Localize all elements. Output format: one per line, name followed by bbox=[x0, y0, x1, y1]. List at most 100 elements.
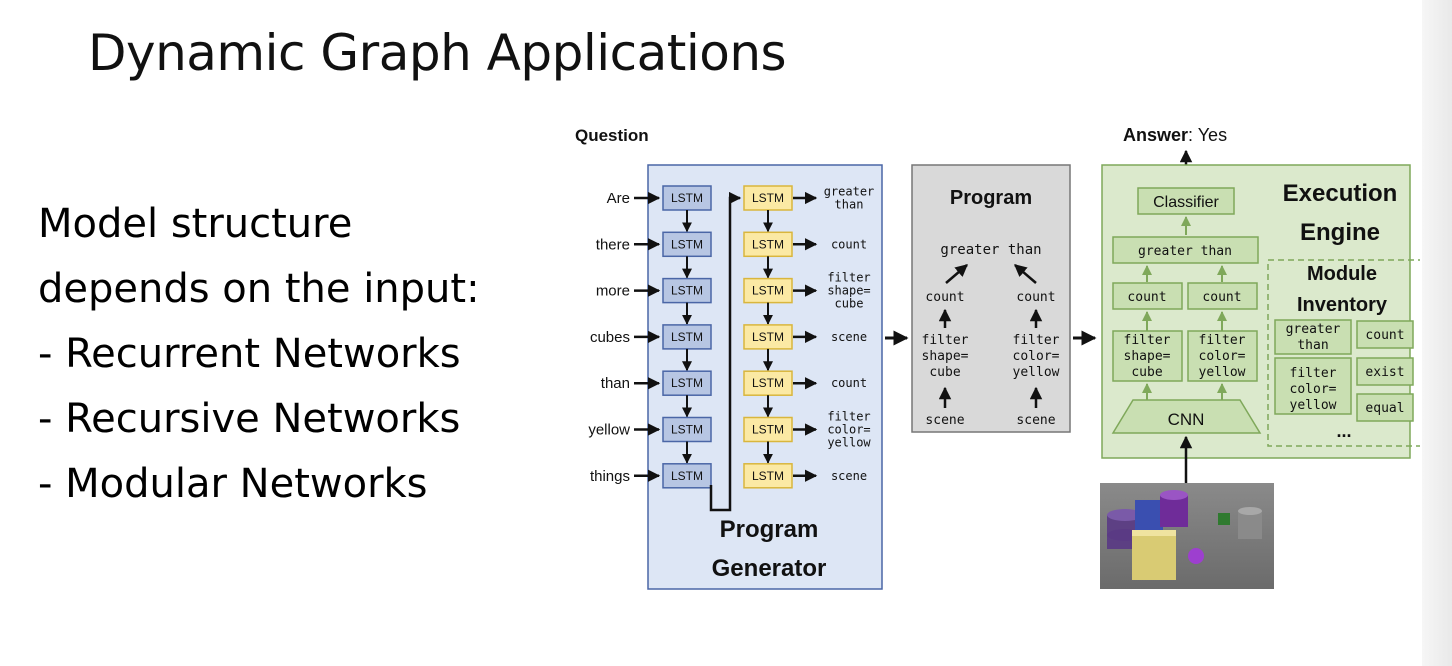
cnn-label: CNN bbox=[1168, 410, 1205, 429]
slide-title: Dynamic Graph Applications bbox=[88, 24, 787, 82]
program-filter-right: filter bbox=[1013, 333, 1060, 348]
encoder-lstm-cell bbox=[662, 416, 712, 443]
engine-filter-label: yellow bbox=[1199, 365, 1246, 380]
inventory-equal bbox=[1356, 393, 1414, 422]
inventory-exist bbox=[1356, 357, 1414, 386]
bullet-line: - Recursive Networks bbox=[38, 396, 461, 442]
lstm-label: LSTM bbox=[671, 284, 703, 298]
engine-root-label: greater than bbox=[1138, 244, 1232, 259]
program-scene-right: scene bbox=[1016, 413, 1055, 428]
program-token: than bbox=[835, 198, 864, 212]
question-word: things bbox=[590, 468, 630, 485]
answer-label: Answer bbox=[1123, 125, 1188, 145]
lstm-label: LSTM bbox=[752, 469, 784, 483]
inventory-title: Inventory bbox=[1297, 294, 1388, 316]
decoder-lstm-cell bbox=[743, 463, 793, 489]
question-word: yellow bbox=[588, 422, 630, 439]
question-word: than bbox=[601, 375, 630, 392]
program-filter-right: yellow bbox=[1013, 365, 1060, 380]
lstm-label: LSTM bbox=[671, 237, 703, 251]
answer-text: Answer: Yes bbox=[1123, 125, 1227, 145]
program-count-right: count bbox=[1016, 290, 1055, 305]
decoder-lstm-cell bbox=[743, 185, 793, 211]
inventory-filter-color bbox=[1274, 357, 1352, 415]
classifier-label: Classifier bbox=[1153, 194, 1219, 211]
inventory-label: filter bbox=[1290, 366, 1337, 381]
engine-title: Engine bbox=[1300, 219, 1380, 246]
question-word: Are bbox=[607, 190, 630, 207]
lstm-label: LSTM bbox=[752, 330, 784, 344]
program-token: yellow bbox=[827, 436, 871, 450]
engine-filter-module bbox=[1187, 330, 1258, 382]
question-word: more bbox=[596, 283, 630, 300]
encoder-lstm-cell bbox=[662, 324, 712, 350]
inventory-label: greater bbox=[1286, 322, 1341, 337]
lstm-label: LSTM bbox=[752, 237, 784, 251]
lstm-label: LSTM bbox=[671, 191, 703, 205]
program-token: scene bbox=[831, 469, 867, 483]
encoder-lstm-cell bbox=[662, 231, 712, 258]
encoder-lstm-cell bbox=[662, 277, 712, 304]
inventory-more: ... bbox=[1336, 421, 1351, 441]
decoder-lstm-cell bbox=[743, 370, 793, 396]
inventory-count bbox=[1356, 320, 1414, 349]
answer-value: : Yes bbox=[1188, 125, 1227, 145]
engine-count-label: count bbox=[1127, 290, 1166, 305]
program-token: filter bbox=[827, 271, 870, 285]
lstm-label: LSTM bbox=[671, 330, 703, 344]
engine-count-label: count bbox=[1202, 290, 1241, 305]
bullet-line: - Recurrent Networks bbox=[38, 331, 461, 377]
program-token: greater bbox=[824, 185, 875, 199]
program-filter-left: shape= bbox=[922, 349, 969, 364]
program-count-left: count bbox=[925, 290, 964, 305]
encoder-lstm-cell bbox=[662, 463, 712, 489]
bullet-line: Model structure bbox=[38, 201, 353, 247]
inventory-label: yellow bbox=[1290, 398, 1337, 413]
program-root: greater than bbox=[940, 242, 1041, 258]
engine-count-module bbox=[1112, 282, 1183, 310]
encoder-decoder-link bbox=[709, 191, 742, 512]
tree-edge bbox=[1014, 264, 1037, 284]
engine-filter-label: filter bbox=[1199, 333, 1246, 348]
lstm-label: LSTM bbox=[752, 191, 784, 205]
program-token: count bbox=[831, 376, 867, 390]
engine-title: Execution bbox=[1283, 180, 1398, 207]
engine-filter-label: filter bbox=[1124, 333, 1171, 348]
bullet-line: - Modular Networks bbox=[38, 461, 428, 507]
program-title: Program bbox=[950, 187, 1032, 209]
decoder-lstm-cell bbox=[743, 324, 793, 350]
scene-image bbox=[1100, 483, 1274, 589]
program-box bbox=[911, 164, 1071, 433]
engine-filter-label: color= bbox=[1199, 349, 1246, 364]
lstm-label: LSTM bbox=[671, 423, 703, 437]
lstm-label: LSTM bbox=[752, 423, 784, 437]
generator-label: Program bbox=[720, 516, 819, 543]
bullet-list: Model structure depends on the input: - … bbox=[38, 192, 480, 517]
generator-label: Generator bbox=[712, 555, 827, 582]
program-token: color= bbox=[827, 423, 870, 437]
inventory-label: color= bbox=[1290, 382, 1337, 397]
question-word: there bbox=[596, 236, 630, 253]
engine-filter-module bbox=[1112, 330, 1183, 382]
tree-edge bbox=[945, 264, 968, 284]
lstm-label: LSTM bbox=[752, 284, 784, 298]
lstm-label: LSTM bbox=[752, 376, 784, 390]
engine-greater-than-module bbox=[1112, 236, 1259, 264]
bullet-line: depends on the input: bbox=[38, 266, 480, 312]
slide-edge bbox=[1422, 0, 1452, 666]
program-filter-left: filter bbox=[922, 333, 969, 348]
lstm-label: LSTM bbox=[671, 376, 703, 390]
lstm-label: LSTM bbox=[671, 469, 703, 483]
decoder-lstm-cell bbox=[743, 231, 793, 258]
decoder-lstm-cell bbox=[743, 416, 793, 443]
program-filter-right: color= bbox=[1013, 349, 1060, 364]
engine-filter-label: shape= bbox=[1124, 349, 1171, 364]
inventory-label: count bbox=[1365, 328, 1404, 343]
program-token: scene bbox=[831, 330, 867, 344]
program-token: cube bbox=[835, 297, 864, 311]
program-token: filter bbox=[827, 410, 870, 424]
inventory-label: exist bbox=[1365, 365, 1404, 380]
inventory-title: Module bbox=[1307, 263, 1377, 285]
